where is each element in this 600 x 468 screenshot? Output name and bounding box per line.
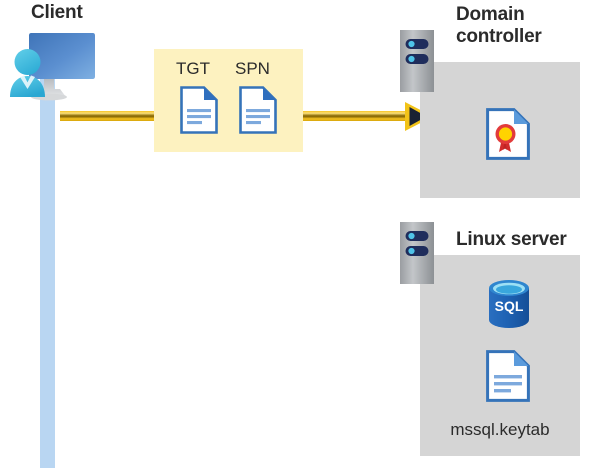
linux-server-title: Linux server bbox=[456, 229, 567, 250]
keytab-filename-label: mssql.keytab bbox=[450, 420, 550, 439]
certificate-document-icon bbox=[486, 108, 530, 165]
client-title: Client bbox=[31, 2, 83, 23]
client-lifeline bbox=[40, 72, 55, 468]
linux-server-icon bbox=[400, 222, 434, 284]
keytab-document-icon bbox=[486, 350, 530, 407]
flow-arrow-segment-left bbox=[60, 111, 160, 121]
token-highlight-box: TGT SPN bbox=[154, 49, 303, 152]
spn-document-icon bbox=[239, 86, 277, 139]
tgt-label: TGT bbox=[176, 59, 210, 78]
domain-controller-server-icon bbox=[400, 30, 434, 92]
domain-controller-title: Domain controller bbox=[456, 4, 542, 48]
right-arrow-icon bbox=[404, 101, 434, 137]
svg-text:SQL: SQL bbox=[495, 298, 524, 314]
flow-arrow-segment-right bbox=[294, 111, 416, 121]
sql-database-icon: SQL bbox=[484, 278, 534, 335]
user-workstation-icon bbox=[6, 29, 98, 101]
tgt-document-icon bbox=[180, 86, 218, 139]
spn-label: SPN bbox=[235, 59, 270, 78]
